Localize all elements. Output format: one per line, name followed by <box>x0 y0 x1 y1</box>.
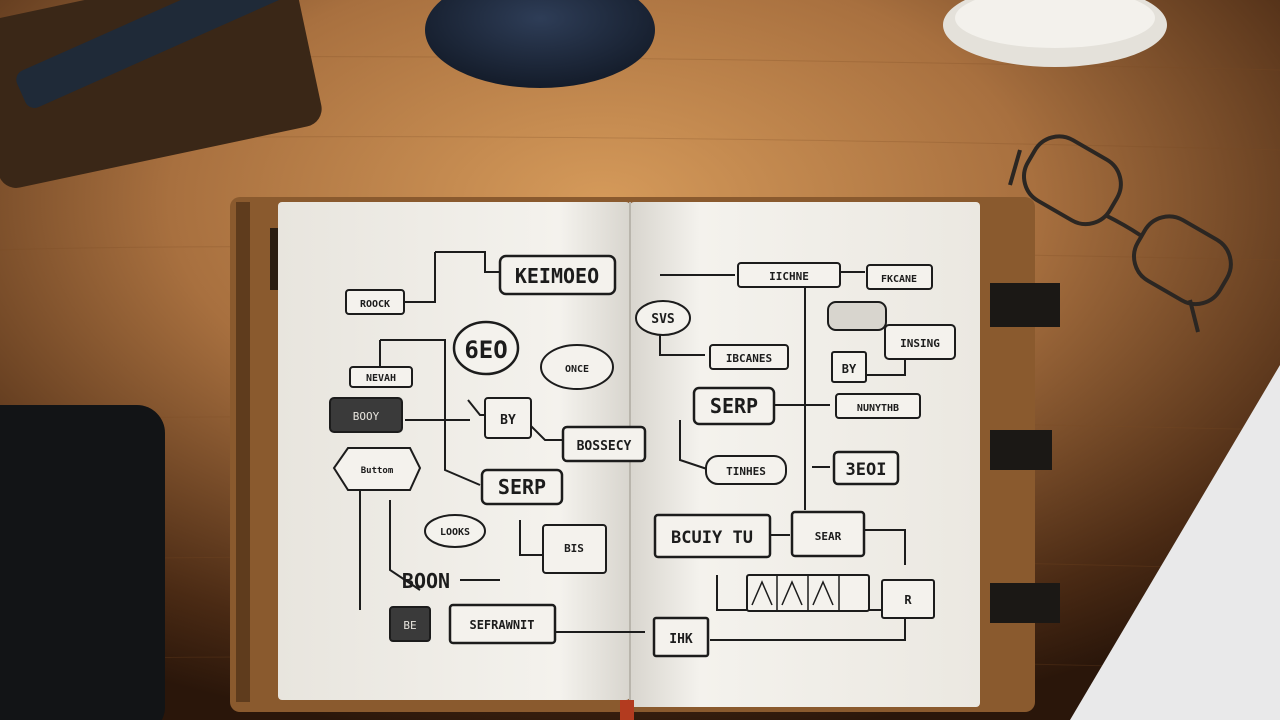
sketch-right-page: IICHNE FKCANE SVS INSING IBCANES BY SERP… <box>635 262 956 658</box>
box-top-right <box>866 264 933 290</box>
serp-box <box>480 468 564 506</box>
mug <box>943 0 1167 67</box>
box-stack-right <box>790 510 866 558</box>
box-lower-left-label: BOON <box>402 569 450 593</box>
box-mid <box>561 425 647 463</box>
serp-box-label: SERP <box>498 475 546 499</box>
box-right1 <box>884 324 956 360</box>
box-icon <box>831 351 867 383</box>
bubble-left-label: SVS <box>651 312 675 327</box>
box-top-right-label: FKCANE <box>881 274 917 285</box>
box-chart-label: BY <box>500 413 516 428</box>
box-bottom <box>448 603 557 645</box>
box-left-mid <box>349 366 413 388</box>
box-left-dark <box>329 397 403 433</box>
serp-box-right <box>692 386 776 426</box>
bubble-right-label: ONCE <box>565 364 589 375</box>
box-bottom-right-label: IHK <box>669 632 693 647</box>
title-box-label: KEIMOEO <box>515 264 599 288</box>
box-hex-label: Buttom <box>361 466 394 476</box>
bubble-small <box>424 514 486 548</box>
box-dark-bottom <box>389 606 431 642</box>
box-top-mid-label: IICHNE <box>769 270 809 283</box>
box-stack <box>542 524 607 574</box>
box-right1-label: INSING <box>900 337 940 350</box>
box-stack-right-label: SEAR <box>815 530 842 543</box>
bubble-right <box>540 344 614 390</box>
box-small-top <box>345 289 405 315</box>
box-row1 <box>709 344 789 370</box>
serp-box-right-label: SERP <box>710 394 758 418</box>
box-right2-label: NUNYTHB <box>857 403 899 414</box>
box-large-label: BCUIY TU <box>671 528 753 548</box>
box-icon-label: BY <box>842 362 857 376</box>
seo-bubble-label: 6EO <box>464 336 507 364</box>
paper-sheet <box>1070 365 1280 720</box>
box-left-mid-label: NEVAH <box>366 373 396 384</box>
box-right2 <box>835 393 921 419</box>
box-mid-label: BOSSECY <box>577 439 632 454</box>
bubble-small-label: LOOKS <box>440 527 470 538</box>
box-top-mid <box>737 262 841 288</box>
box-grid-cells <box>751 575 840 611</box>
box-small-top-label: ROOCK <box>360 299 390 310</box>
box-bottom-right <box>652 616 710 658</box>
eyeglasses <box>1008 134 1233 333</box>
box-square <box>881 579 935 619</box>
box-chart <box>484 397 532 439</box>
box-bottom-mid <box>705 455 787 485</box>
box-bottom-mid-label: TINHES <box>726 465 766 478</box>
lamp-shade <box>425 0 655 88</box>
dark-pouch <box>0 405 165 720</box>
sketch-left-page: KEIMOEO ROOCK 6EO ONCE NEVAH BOOY BY But… <box>329 254 647 645</box>
bubble-left <box>635 300 691 336</box>
box-left-dark-label: BOOY <box>353 410 380 423</box>
box-bottom-label: SEFRAWNIT <box>469 618 534 632</box>
box-stack-label: BIS <box>564 542 584 555</box>
box-large <box>653 513 772 559</box>
pencil-case <box>0 0 322 188</box>
box-dark-bottom-label: BE <box>403 619 416 632</box>
box-seo <box>832 450 900 486</box>
box-grid-top <box>827 301 887 331</box>
title-box <box>498 254 617 296</box>
seo-bubble <box>452 320 520 376</box>
box-square-label: R <box>904 593 912 607</box>
box-hex <box>332 447 422 491</box>
box-row1-label: IBCANES <box>726 352 772 365</box>
box-seo-label: 3EOI <box>846 460 887 480</box>
